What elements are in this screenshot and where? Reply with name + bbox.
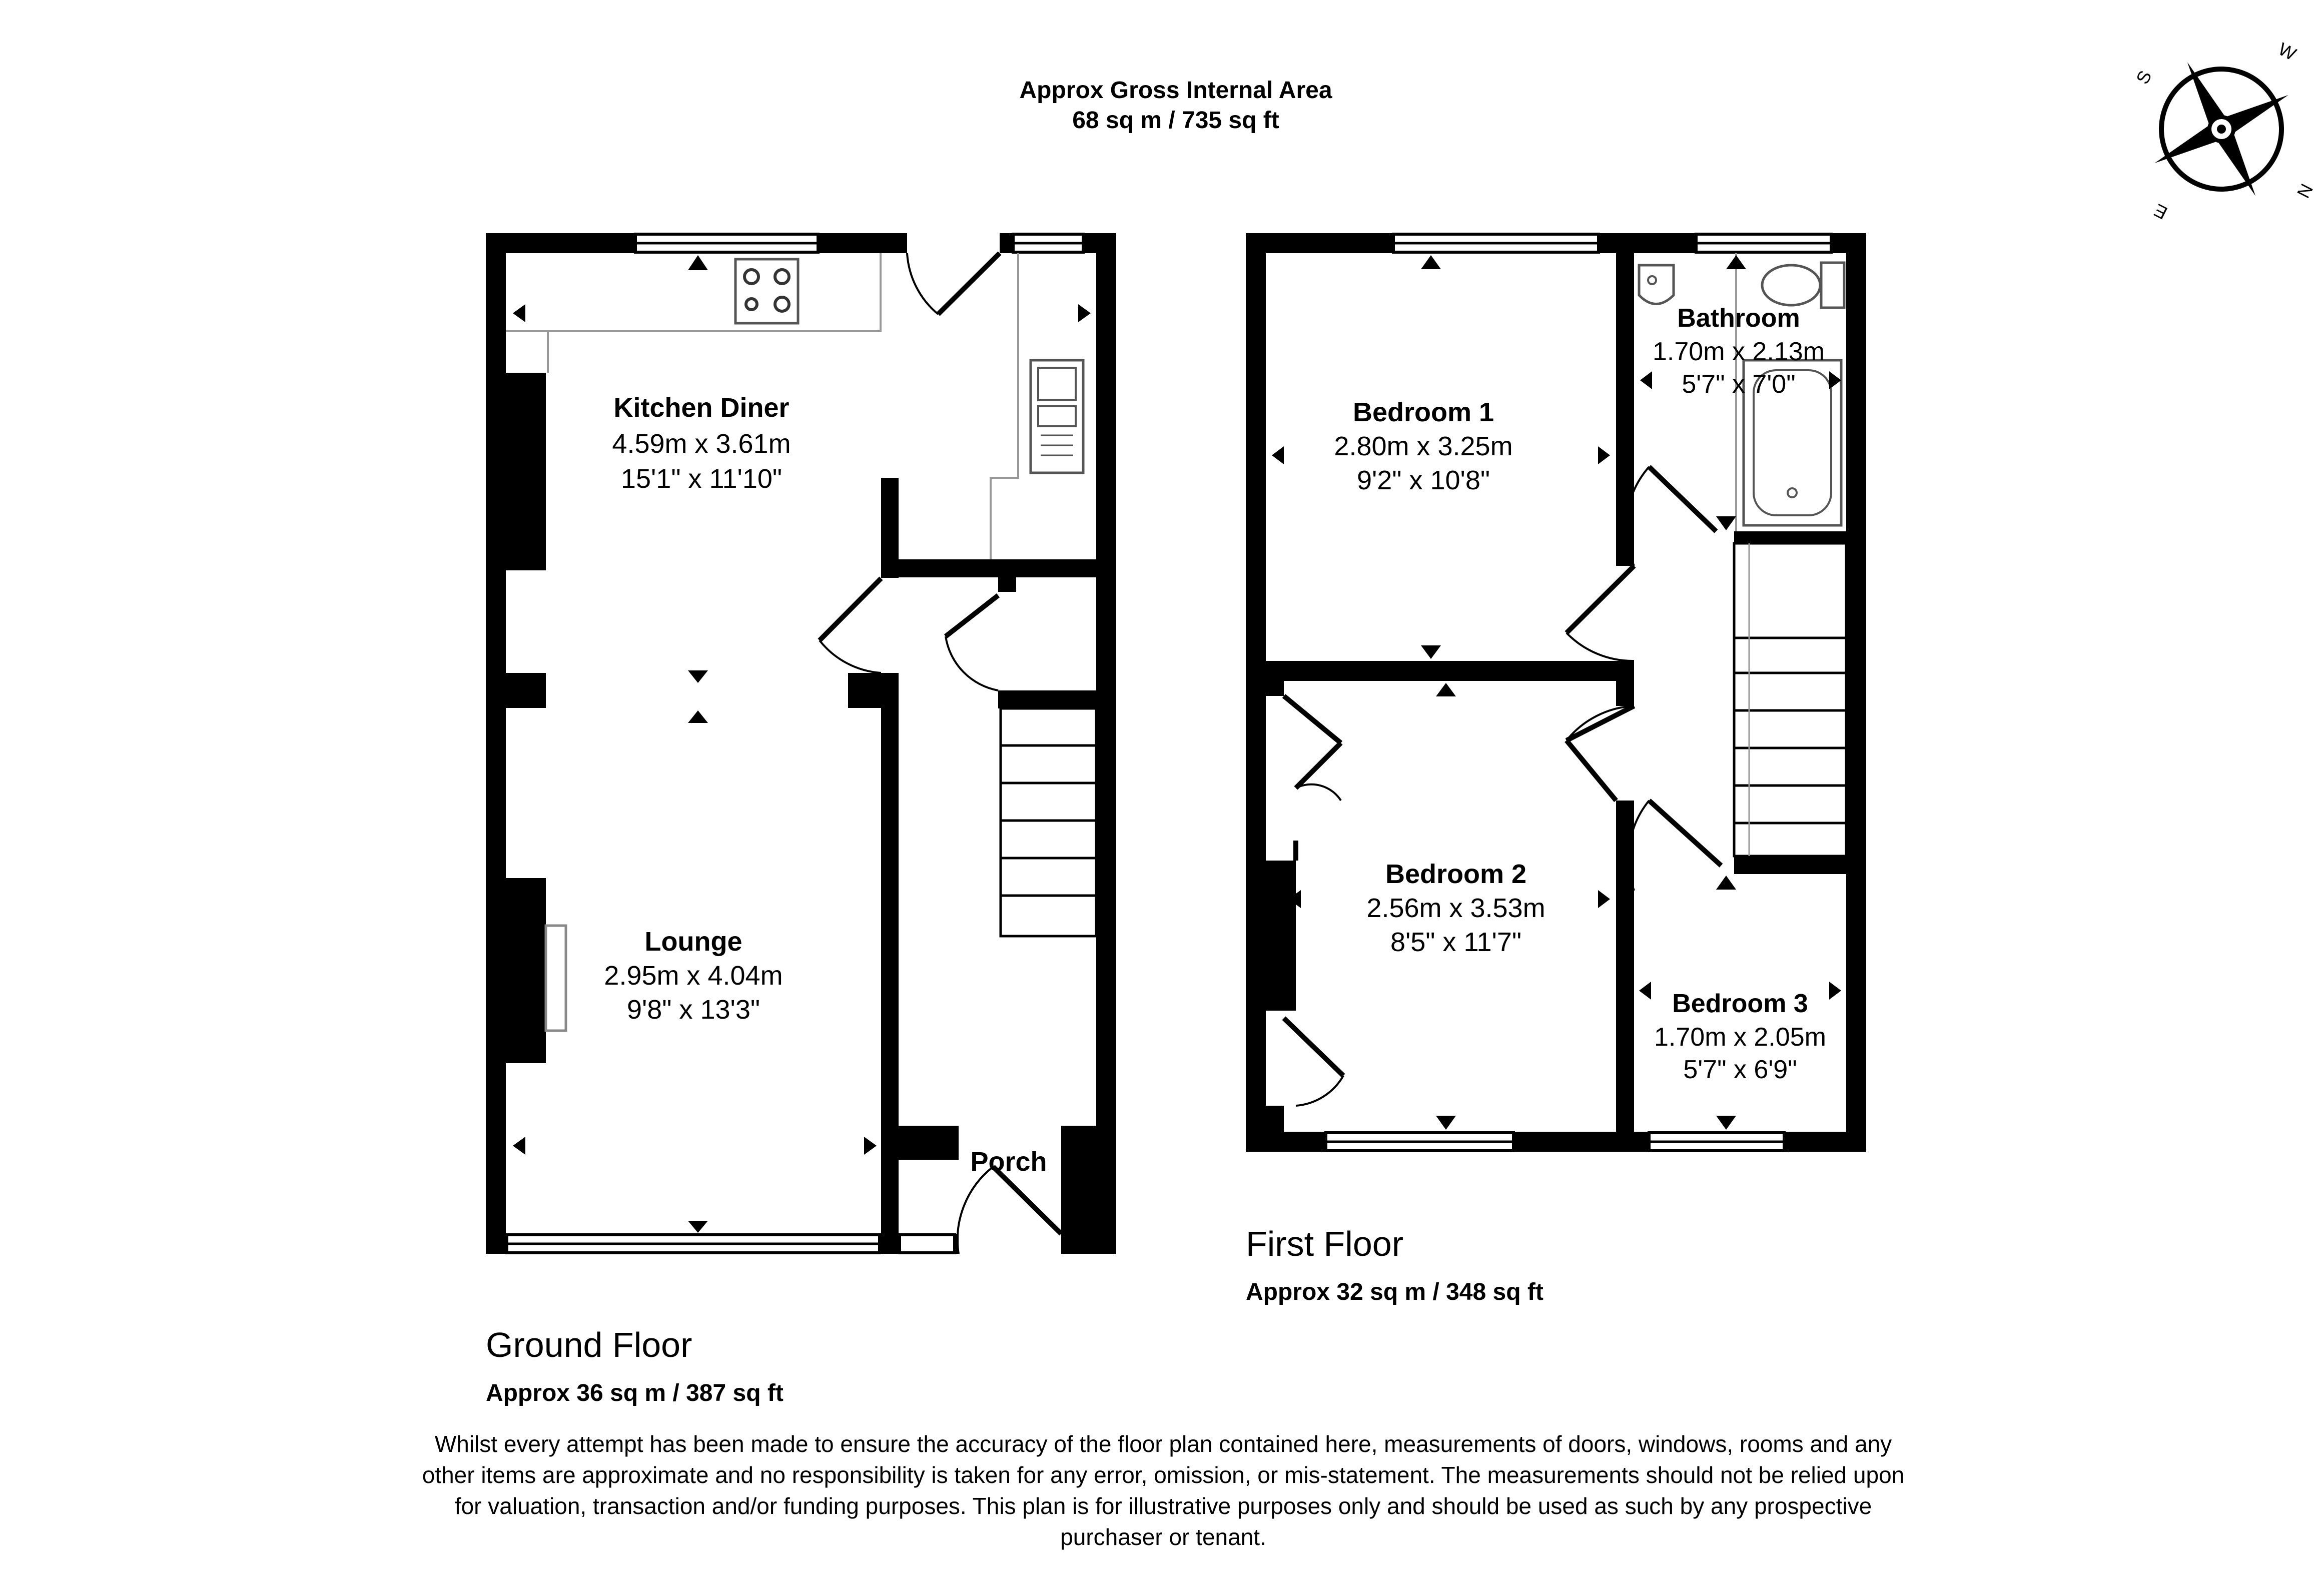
compass-rose-icon bbox=[2154, 62, 2288, 196]
ground-floor-area: Approx 36 sq m / 387 sq ft bbox=[486, 1380, 784, 1406]
bedroom2-name: Bedroom 2 bbox=[1385, 859, 1526, 889]
bedroom1-metric: 2.80m x 3.25m bbox=[1334, 431, 1512, 461]
toilet-icon bbox=[1761, 261, 1846, 309]
disclaimer-text: Whilst every attempt has been made to en… bbox=[422, 1431, 1905, 1550]
bedroom3-name: Bedroom 3 bbox=[1672, 989, 1808, 1018]
bathroom-name: Bathroom bbox=[1677, 304, 1800, 333]
porch-name: Porch bbox=[970, 1147, 1047, 1177]
lounge-metric: 2.95m x 4.04m bbox=[604, 961, 783, 991]
first-floor-stairs bbox=[1733, 542, 1848, 858]
bedroom1-imperial: 9'2" x 10'8" bbox=[1357, 465, 1490, 495]
bath-icon bbox=[1742, 359, 1843, 527]
first-floor-plan: Bedroom 1 2.80m x 3.25m 9'2" x 10'8" Bat… bbox=[1246, 233, 1866, 1152]
ground-floor-doors bbox=[818, 251, 1063, 1254]
bedroom3-imperial: 5'7" x 6'9" bbox=[1683, 1055, 1797, 1084]
first-floor-doors bbox=[1282, 465, 1723, 1107]
bathroom-metric: 1.70m x 2.13m bbox=[1653, 337, 1825, 366]
kitchen-diner-metric: 4.59m x 3.61m bbox=[612, 429, 791, 459]
compass-letter-s: S bbox=[2132, 67, 2155, 87]
bedroom1-name: Bedroom 1 bbox=[1353, 397, 1494, 427]
lounge-imperial: 9'8" x 13'3" bbox=[627, 995, 760, 1025]
first-floor-title: First Floor bbox=[1246, 1224, 1403, 1263]
sink-icon bbox=[1029, 359, 1085, 474]
kitchen-units bbox=[506, 253, 1019, 559]
lounge-name: Lounge bbox=[645, 927, 742, 957]
first-floor-dimension-arrows bbox=[1272, 255, 1841, 1130]
ground-floor-walls bbox=[486, 233, 1116, 1254]
header-title: Approx Gross Internal Area bbox=[1019, 77, 1332, 104]
bedroom2-metric: 2.56m x 3.53m bbox=[1366, 893, 1545, 923]
ground-floor-stairs bbox=[999, 707, 1098, 938]
first-floor-area: Approx 32 sq m / 348 sq ft bbox=[1246, 1279, 1543, 1305]
ground-floor-title: Ground Floor bbox=[486, 1325, 692, 1364]
kitchen-diner-name: Kitchen Diner bbox=[613, 393, 789, 423]
fireplace-hearth bbox=[544, 924, 567, 1032]
hob-icon bbox=[734, 258, 800, 325]
compass-letter-e: E bbox=[2150, 200, 2170, 223]
first-floor-windows bbox=[1324, 233, 1833, 1152]
ground-floor-dimension-arrows bbox=[513, 255, 1091, 1233]
compass-letter-n: N bbox=[2293, 181, 2317, 202]
header-area: 68 sq m / 735 sq ft bbox=[1072, 107, 1279, 134]
kitchen-diner-imperial: 15'1" x 11'10" bbox=[621, 464, 782, 494]
ground-floor-plan: Kitchen Diner 4.59m x 3.61m 15'1" x 11'1… bbox=[486, 233, 1116, 1254]
bedroom3-metric: 1.70m x 2.05m bbox=[1654, 1023, 1826, 1052]
compass-letter-w: W bbox=[2275, 39, 2299, 65]
basin-icon bbox=[1638, 264, 1675, 305]
bathroom-imperial: 5'7" x 7'0" bbox=[1682, 370, 1795, 399]
bedroom2-imperial: 8'5" x 11'7" bbox=[1390, 927, 1521, 957]
ground-floor-windows bbox=[505, 233, 1085, 1254]
